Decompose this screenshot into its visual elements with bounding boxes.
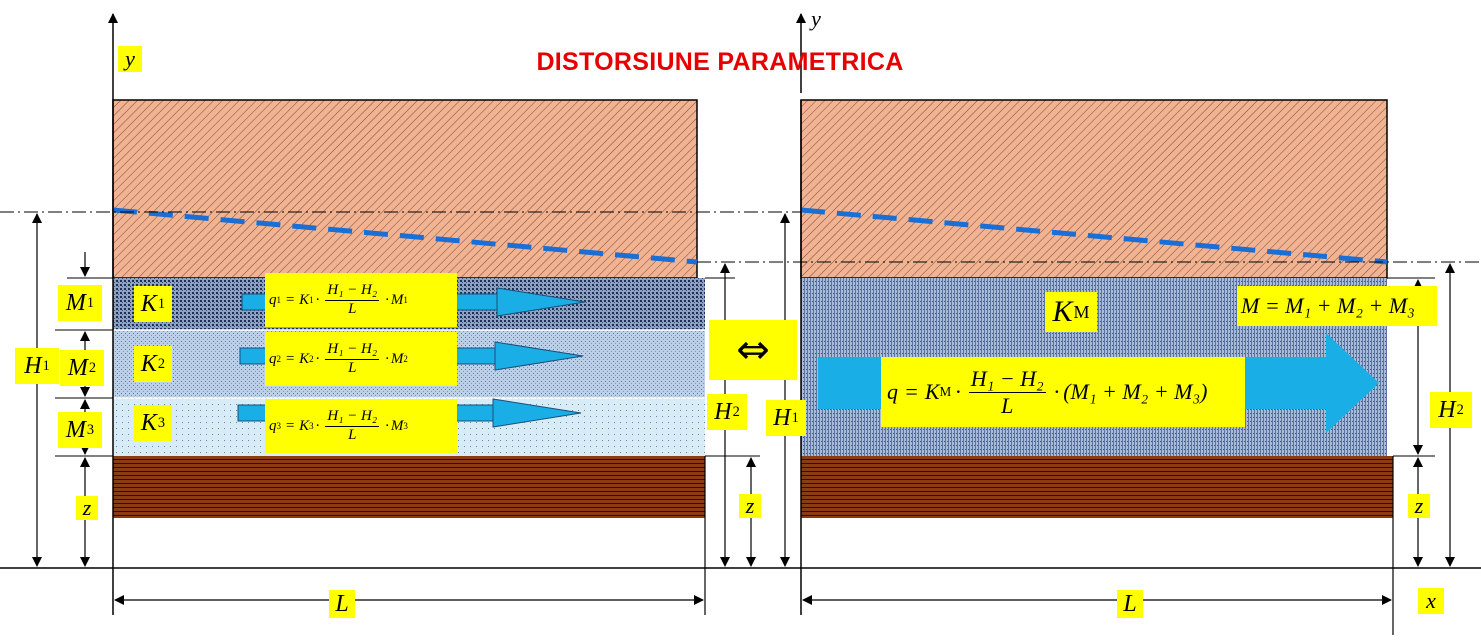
left-water-table: [112, 207, 698, 265]
y-axis-label-left: y: [118, 46, 142, 72]
y-axis-label-right: y: [806, 6, 826, 32]
label-z-right: z: [1408, 493, 1430, 518]
x-axis-label: x: [1418, 588, 1444, 614]
label-z-middle: z: [739, 493, 761, 518]
left-bedrock: [113, 456, 705, 518]
label-z-left: z: [76, 495, 98, 520]
diagram-title: DISTORSIUNE PARAMETRICA: [536, 48, 904, 76]
right-upper-soil: [800, 99, 1388, 279]
label-L-right: L: [1117, 590, 1143, 618]
equivalence-symbol: ⇔: [709, 320, 797, 380]
right-water-table: [800, 207, 1388, 265]
right-bedrock: [801, 456, 1393, 518]
formula-M-sum: M = M₁ + M₂ + M₃: [1237, 286, 1437, 326]
label-L-left: L: [329, 590, 355, 618]
left-upper-soil: [112, 99, 698, 279]
